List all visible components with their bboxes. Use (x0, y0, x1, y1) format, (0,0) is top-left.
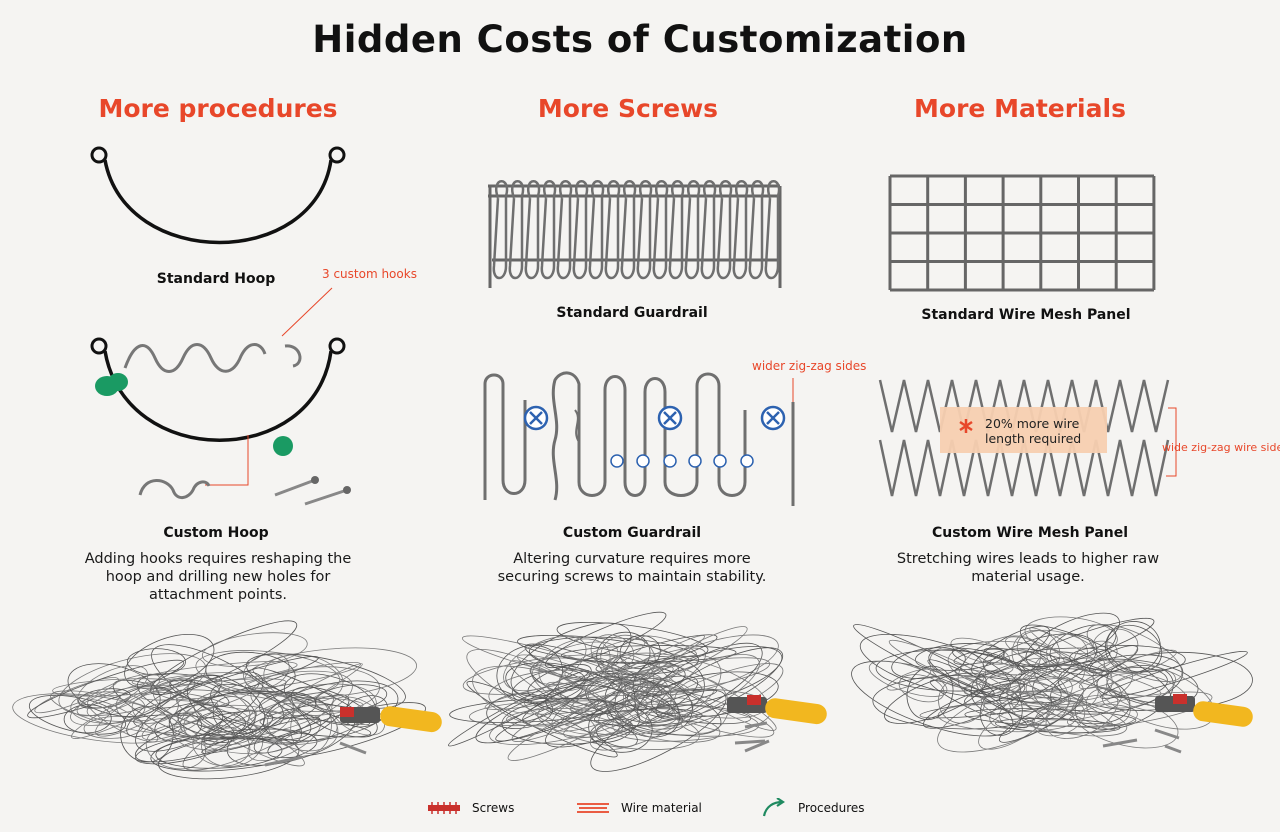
custom-guardrail-description: Altering curvature requires more securin… (497, 551, 767, 585)
custom-hooks-callout: 3 custom hooks (322, 267, 417, 281)
custom-hoop-description: Adding hooks requires reshaping the hoop… (84, 551, 352, 603)
custom-mesh-description: Stretching wires leads to higher raw mat… (896, 551, 1160, 585)
standard-mesh-illustration (888, 174, 1156, 292)
screw-icon (428, 802, 460, 814)
page-title: Hidden Costs of Customization (312, 18, 968, 61)
legend-procedures-label: Procedures (798, 801, 865, 815)
wire-icon (577, 803, 609, 813)
standard-mesh-label: Standard Wire Mesh Panel (921, 307, 1131, 323)
curved-arrow-icon (762, 798, 785, 817)
legend-wire-label: Wire material (621, 801, 702, 815)
asterisk-icon (959, 419, 973, 433)
standard-guardrail-label: Standard Guardrail (556, 305, 708, 321)
custom-hoop-label: Custom Hoop (163, 525, 269, 541)
wire-pile-illustration (12, 620, 442, 780)
wire-pile-illustration (851, 612, 1253, 754)
legend-screws-label: Screws (472, 801, 515, 815)
heading-screws: More Screws (537, 94, 719, 123)
heading-materials: More Materials (914, 94, 1126, 123)
custom-guardrail-illustration (483, 371, 795, 506)
wide-zigzag-callout: wide zig-zag wire sides (1162, 441, 1280, 454)
legend-wire: Wire material (575, 796, 702, 820)
custom-mesh-label: Custom Wire Mesh Panel (931, 525, 1129, 541)
zigzag-sides-callout: wider zig-zag sides (752, 359, 867, 373)
wire-pile-illustration (448, 611, 827, 772)
legend-procedures: Procedures (760, 796, 865, 820)
standard-hoop-illustration (90, 146, 346, 245)
heading-procedures: More procedures (98, 94, 338, 123)
extra-wire-note: 20% more wire length required (985, 416, 1082, 446)
legend-screws: Screws (426, 796, 514, 820)
standard-guardrail-illustration (488, 180, 782, 288)
custom-hoop-illustration (90, 337, 351, 506)
extra-wire-note-box (940, 407, 1107, 453)
callout-leader-line (281, 287, 333, 337)
standard-hoop-label: Standard Hoop (156, 271, 276, 287)
custom-guardrail-label: Custom Guardrail (562, 525, 702, 541)
